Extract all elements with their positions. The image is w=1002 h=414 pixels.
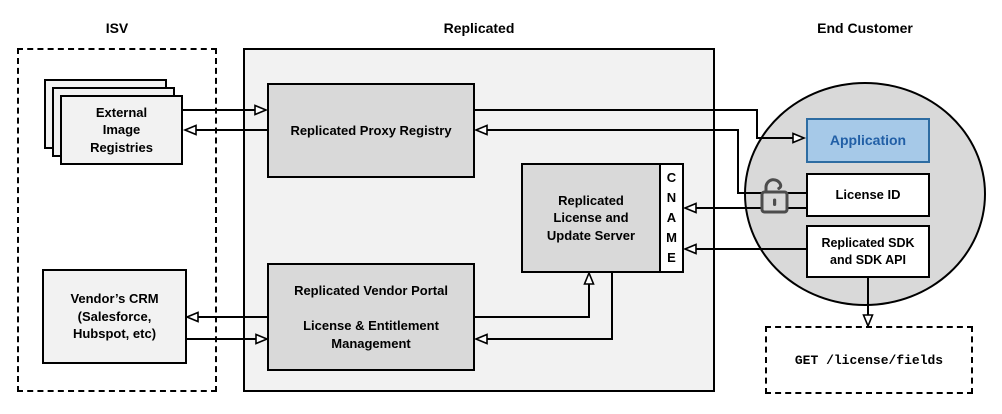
external-image-registries-node: External Image Registries: [60, 95, 183, 165]
license-update-server-body: Replicated License and Update Server: [523, 165, 661, 271]
vendor-crm-node: Vendor’s CRM (Salesforce, Hubspot, etc): [42, 269, 187, 364]
license-update-server-label: Replicated License and Update Server: [546, 192, 636, 243]
replicated-section-title: Replicated: [443, 20, 515, 36]
cname-strip: CNAME: [661, 165, 682, 271]
vendor-portal-label: Replicated Vendor Portal License & Entit…: [294, 282, 448, 351]
external-image-registries-label: External Image Registries: [90, 104, 153, 155]
replicated-sdk-node: Replicated SDK and SDK API: [806, 225, 930, 278]
application-node: Application: [806, 118, 930, 163]
get-license-fields-box: GET /license/fields: [765, 326, 973, 394]
vendor-crm-label: Vendor’s CRM (Salesforce, Hubspot, etc): [70, 291, 159, 342]
get-license-fields-label: GET /license/fields: [794, 352, 944, 368]
isv-section-title: ISV: [105, 20, 129, 36]
proxy-registry-node: Replicated Proxy Registry: [267, 83, 475, 178]
unlocked-padlock-icon: [756, 173, 792, 215]
license-id-node: License ID: [806, 173, 930, 217]
proxy-registry-label: Replicated Proxy Registry: [290, 122, 452, 138]
application-label: Application: [829, 132, 907, 149]
end-customer-section-title: End Customer: [817, 20, 913, 36]
license-update-server-node: Replicated License and Update Server CNA…: [521, 163, 684, 273]
vendor-portal-node: Replicated Vendor Portal License & Entit…: [267, 263, 475, 371]
arrowhead-into-getbox: [862, 314, 874, 329]
replicated-sdk-label: Replicated SDK and SDK API: [821, 235, 915, 267]
license-id-label: License ID: [835, 187, 901, 203]
cname-label: CNAME: [666, 170, 677, 265]
